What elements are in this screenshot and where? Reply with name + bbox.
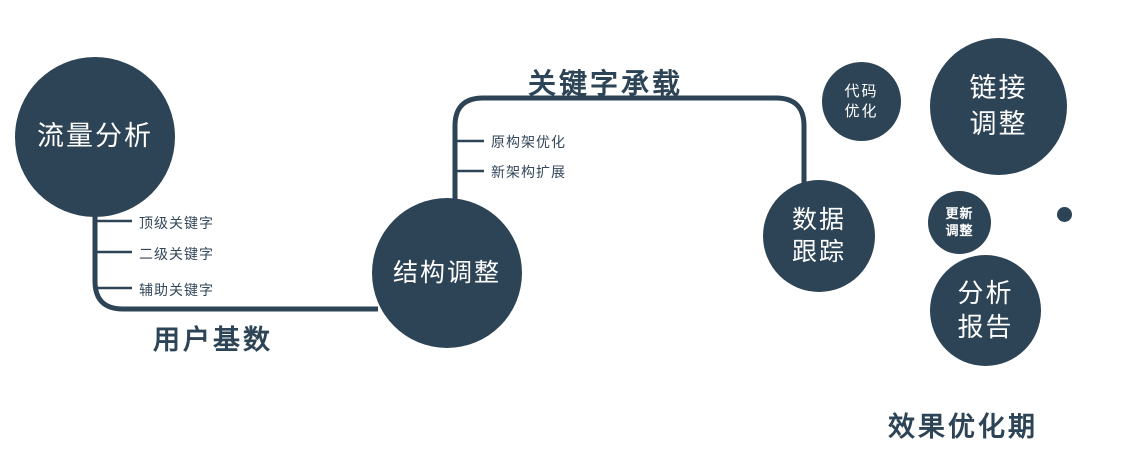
node-label: 更新 (945, 205, 974, 221)
node-update-adjust: 更新 调整 (928, 191, 991, 254)
edge-label-user-base: 用户基数 (153, 325, 273, 355)
node-label: 调整 (945, 222, 974, 238)
node-label: 结构调整 (392, 258, 501, 287)
branch-label-new-arch-expand: 新架构扩展 (491, 164, 566, 180)
node-label: 报告 (957, 311, 1014, 342)
node-label: 跟踪 (791, 238, 846, 266)
node-label: 代码 (844, 83, 879, 100)
node-traffic-analysis: 流量分析 (15, 57, 175, 217)
branch-label-secondary-keywords: 二级关键字 (139, 246, 214, 262)
node-analysis-report: 分析 报告 (930, 255, 1041, 366)
node-label: 数据 (791, 205, 846, 234)
node-structure-adjust: 结构调整 (372, 198, 522, 348)
branch-label-auxiliary-keywords: 辅助关键字 (139, 282, 214, 298)
edge-keyword-bearing-path (452, 95, 807, 206)
branch-label-original-arch-optimize: 原构架优化 (491, 134, 566, 150)
node-code-optimization: 代码 优化 (822, 62, 901, 141)
node-label: 流量分析 (37, 121, 153, 152)
node-link-adjust: 链接 调整 (930, 38, 1067, 175)
node-label: 分析 (957, 277, 1014, 308)
edge-user-base-path (92, 198, 378, 312)
node-label: 调整 (969, 108, 1028, 139)
small-dot (1057, 207, 1072, 222)
edge-label-keyword-bearing: 关键字承载 (528, 68, 684, 99)
node-label: 优化 (844, 102, 879, 120)
node-label: 链接 (969, 73, 1028, 104)
node-data-tracking: 数据 跟踪 (763, 180, 875, 292)
footer-label: 效果优化期 (888, 412, 1038, 442)
branch-label-top-keywords: 顶级关键字 (139, 215, 214, 231)
